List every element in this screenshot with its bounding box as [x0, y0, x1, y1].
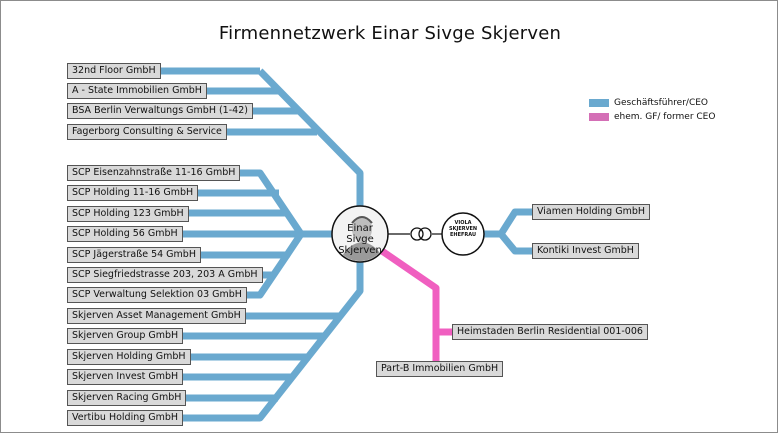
connector-line [498, 231, 532, 255]
company-box: SCP Holding 123 GmbH [67, 206, 189, 222]
wedding-rings-icon [410, 227, 432, 241]
company-box: BSA Berlin Verwaltungs GmbH (1-42) [67, 103, 253, 119]
spouse-company-box: Kontiki Invest GmbH [532, 243, 639, 259]
company-box: A - State Immobilien GmbH [67, 83, 207, 99]
person-portrait-icon [331, 205, 389, 263]
former-company-box: Part-B Immobilien GmbH [376, 361, 504, 377]
legend-swatch-former-ceo [589, 113, 609, 121]
connector-line [221, 169, 304, 236]
company-box: Fagerborg Consulting & Service [67, 124, 227, 140]
company-box: SCP Eisenzahnstraße 11-16 GmbH [67, 165, 241, 181]
connector-line [257, 68, 364, 206]
company-box: 32nd Floor GmbH [67, 63, 161, 79]
spouse-company-box: Viamen Holding GmbH [532, 204, 651, 220]
center-person-name: Einar Sivge Skjerven [338, 223, 382, 256]
company-box: SCP Siegfriedstrasse 203, 203 A GmbH [67, 267, 263, 283]
company-box: Vertibu Holding GmbH [67, 410, 184, 426]
spouse-label: VIOLA SKJERVEN EHEFRAU [449, 220, 478, 238]
diagram-title: Firmennetzwerk Einar Sivge Skjerven [218, 23, 562, 44]
former-company-box: Heimstaden Berlin Residential 001-006 [452, 324, 648, 340]
company-box: Skjerven Group GmbH [67, 328, 184, 344]
company-box: Skjerven Holding GmbH [67, 349, 191, 365]
legend-swatch-ceo [589, 99, 609, 107]
company-box: Skjerven Asset Management GmbH [67, 308, 246, 324]
company-box: SCP Verwaltung Selektion 03 GmbH [67, 287, 247, 303]
company-box: SCP Holding 56 GmbH [67, 226, 183, 242]
legend-label-former-ceo: ehem. GF/ former CEO [614, 112, 716, 122]
former-ceo-line [380, 248, 440, 361]
legend-label-ceo: Geschäftsführer/CEO [614, 98, 708, 108]
connector-line [484, 208, 532, 238]
company-box: SCP Holding 11-16 GmbH [67, 185, 199, 201]
company-box: Skjerven Racing GmbH [67, 390, 187, 406]
company-box: SCP Jägerstraße 54 GmbH [67, 247, 201, 263]
company-box: Skjerven Invest GmbH [67, 369, 184, 385]
